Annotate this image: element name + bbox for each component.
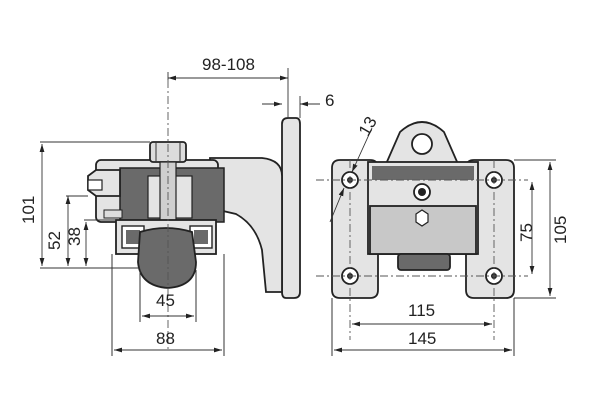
hex-nut-icon <box>415 209 429 227</box>
dim-overall-height: 105 <box>551 216 570 244</box>
dim-roller-width: 45 <box>156 291 175 310</box>
bracket-arm <box>209 157 283 293</box>
dim-hole-dia: 13 <box>355 113 381 139</box>
mounting-plate <box>281 117 301 299</box>
dim-hole-spacing-v: 75 <box>517 223 536 242</box>
dim-plate-thickness: 6 <box>325 91 334 110</box>
dim-height-mid: 52 <box>45 231 64 250</box>
dim-width-adjust: 98-108 <box>202 55 255 74</box>
dimension-lines <box>39 68 556 356</box>
side-view <box>87 80 301 350</box>
set-screw <box>103 209 123 219</box>
dim-base-width: 88 <box>156 329 175 348</box>
dim-height-total: 101 <box>19 196 38 224</box>
hex-nut-right <box>189 225 213 249</box>
dim-hole-spacing-h: 115 <box>408 301 435 320</box>
roller <box>137 227 197 289</box>
dim-height-low: 38 <box>65 227 84 246</box>
roller-front <box>397 253 451 271</box>
dim-overall-width: 145 <box>408 329 436 348</box>
